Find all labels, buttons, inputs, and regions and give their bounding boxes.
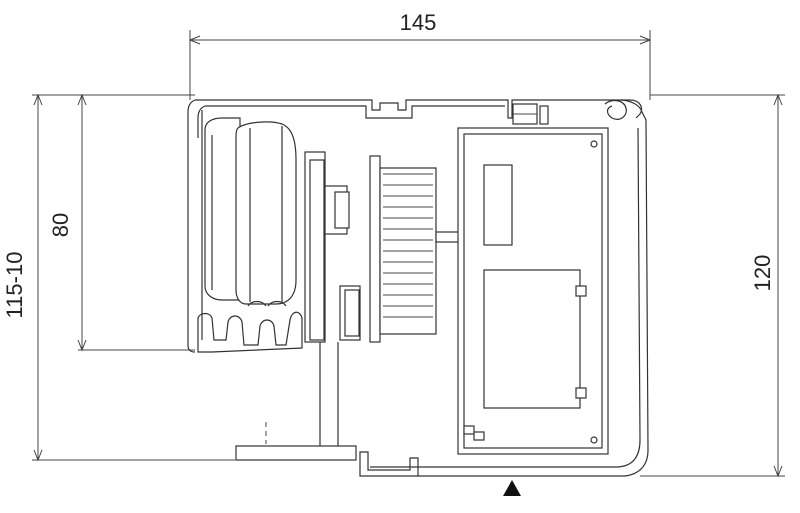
dim-label-top-width: 145	[400, 10, 437, 35]
control-box	[457, 127, 609, 455]
dim-label-right: 120	[750, 255, 775, 292]
triangle-up-icon	[503, 480, 521, 496]
dimension-left-outer: 115-10	[2, 93, 235, 462]
pulley-gear	[369, 155, 461, 343]
circuit-board	[483, 269, 581, 409]
dimension-top: 145	[188, 10, 652, 100]
dim-label-left-outer: 115-10	[2, 252, 27, 319]
housing-profile	[187, 99, 649, 477]
dimension-left-inner: 80	[48, 93, 195, 352]
rail-assembly	[197, 117, 303, 353]
bracket-plate	[235, 151, 361, 461]
dimension-right: 120	[640, 93, 785, 478]
display-module	[483, 164, 513, 246]
dim-label-left-inner: 80	[48, 213, 73, 237]
